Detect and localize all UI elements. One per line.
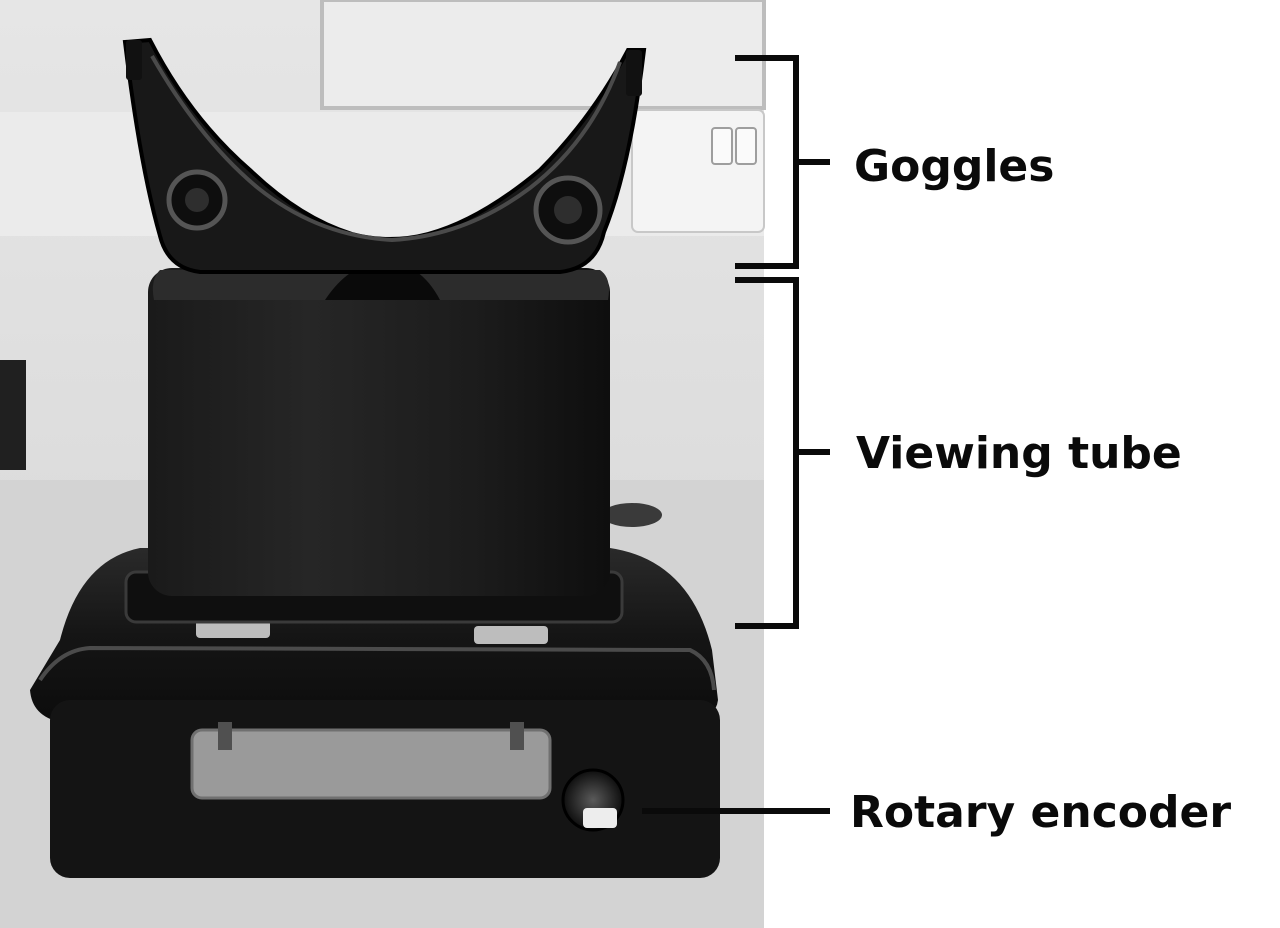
- socket-switch-left: [711, 127, 733, 165]
- annotation-rotary-encoder: Rotary encoder: [642, 787, 1231, 838]
- goggles-clip-right: [626, 50, 642, 96]
- base-tab-left: [196, 620, 270, 638]
- annotation-goggles: Goggles: [735, 55, 1054, 269]
- label-goggles: Goggles: [854, 141, 1054, 192]
- goggles-shell: [122, 37, 647, 274]
- desk-grommet: [602, 503, 662, 527]
- goggles-clip-left: [126, 40, 142, 80]
- window-frame: [320, 0, 766, 110]
- annotation-viewing-tube: Viewing tube: [735, 277, 1182, 629]
- device-photo: [0, 0, 766, 928]
- lid-rim-highlight: [38, 645, 716, 691]
- knob-indicator: [583, 808, 617, 828]
- latch-hinge-right: [510, 722, 524, 750]
- side-object: [0, 360, 26, 470]
- base-tab-right: [474, 626, 548, 644]
- goggles-inner-edge: [150, 55, 622, 243]
- goggles-right-lens-inner: [554, 196, 582, 224]
- label-viewing-tube: Viewing tube: [856, 428, 1182, 479]
- goggles-left-lens-inner: [185, 188, 209, 212]
- viewing-tube-body: [148, 268, 610, 596]
- rotary-knob: [561, 768, 625, 832]
- latch-hinge-left: [218, 722, 232, 750]
- socket-switch-right: [735, 127, 757, 165]
- latch: [190, 728, 552, 800]
- label-rotary-encoder: Rotary encoder: [850, 787, 1231, 838]
